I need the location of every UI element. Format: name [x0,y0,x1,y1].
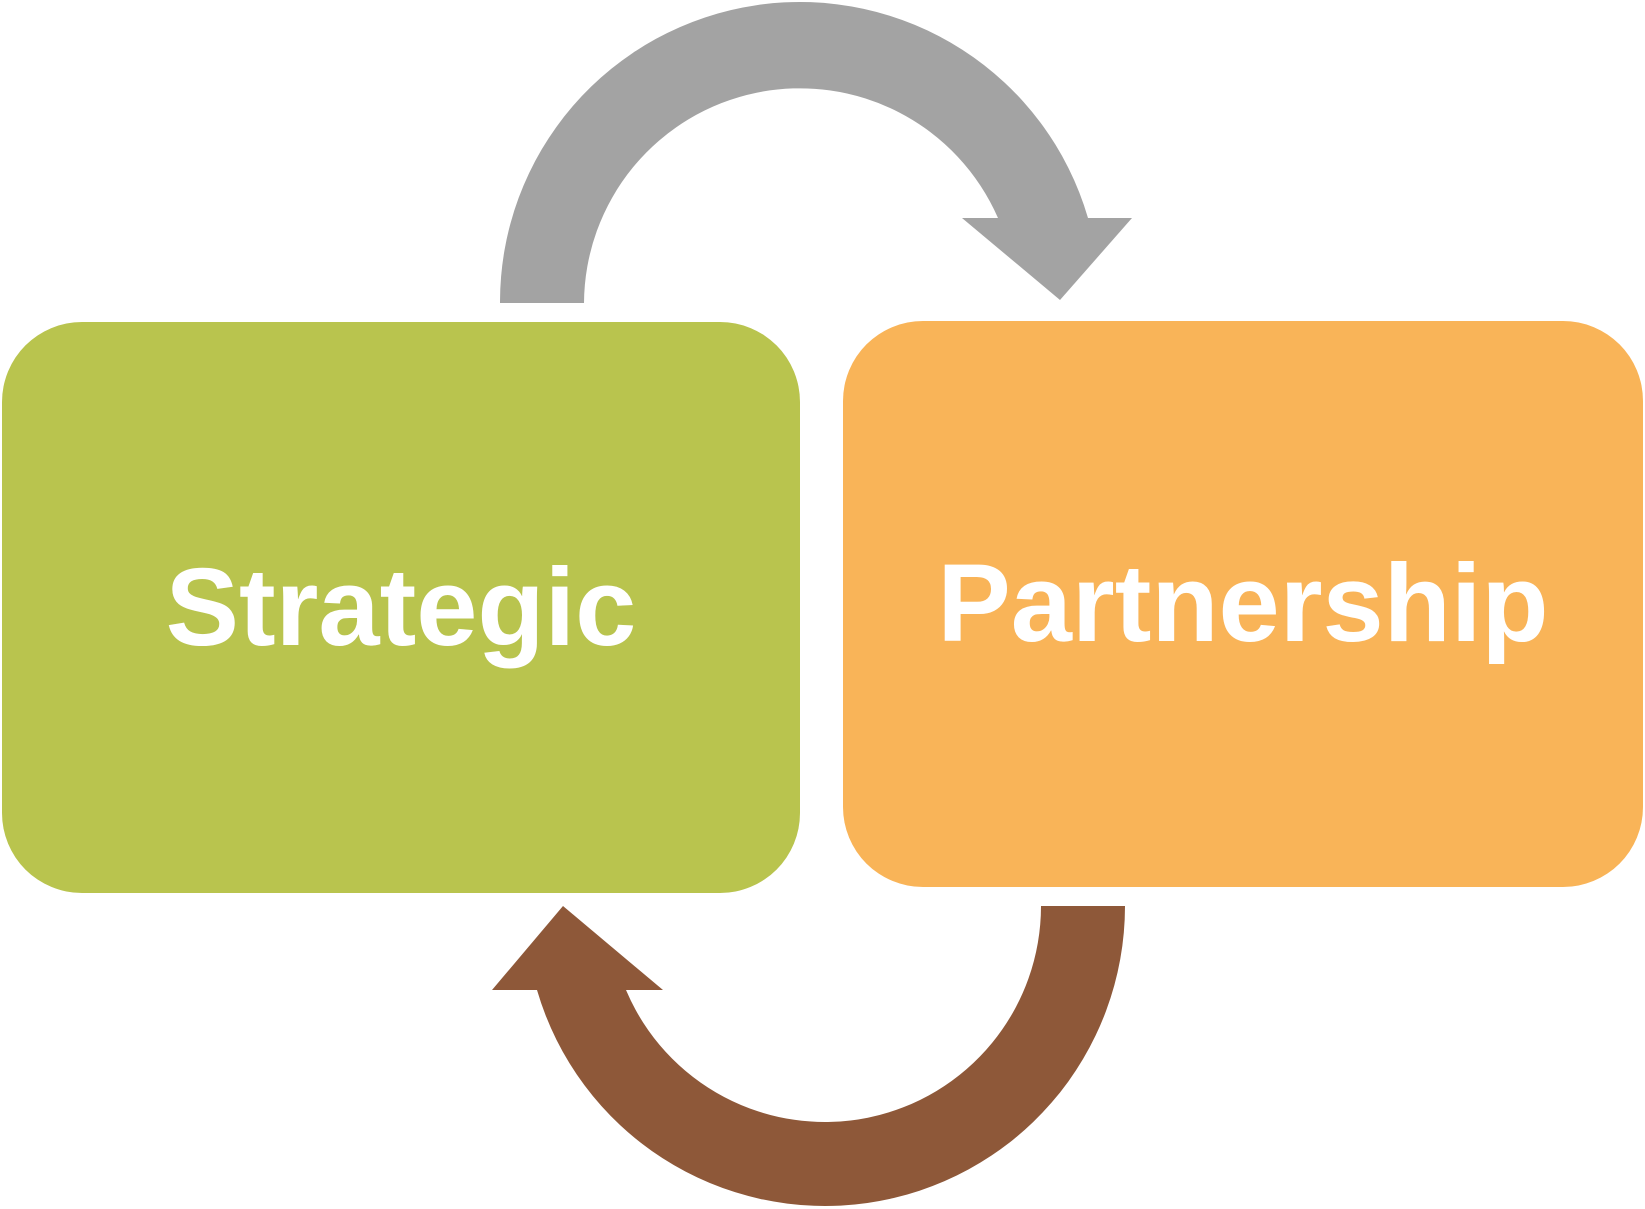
curved-arrow-bottom-icon [492,906,1125,1206]
curved-arrow-bottom-head [492,906,663,990]
curved-arrow-top-band [499,1,1089,304]
curved-arrow-bottom-band [537,906,1125,1206]
curved-arrow-top-head [962,218,1132,300]
partnership-box [843,321,1643,887]
strategic-box [2,322,800,893]
curved-arrow-top-icon [499,1,1132,304]
